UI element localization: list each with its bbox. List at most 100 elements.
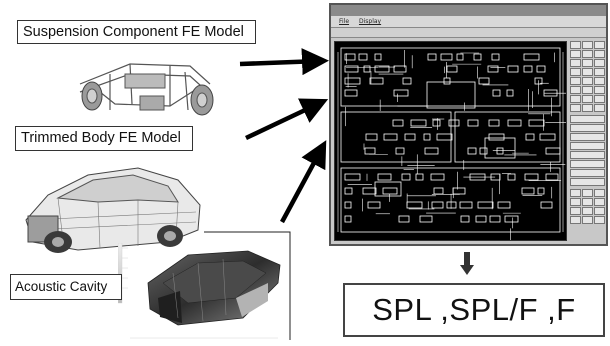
diagram-block xyxy=(487,65,499,73)
window-tool-button[interactable] xyxy=(594,59,605,67)
diagram-block xyxy=(539,133,556,141)
window-tool-button[interactable] xyxy=(594,77,605,85)
block-diagram-canvas[interactable] xyxy=(334,41,567,241)
trimmed-body-model-illustration xyxy=(25,167,201,253)
window-tool-button[interactable] xyxy=(582,59,593,67)
window-tool-button[interactable] xyxy=(570,59,581,67)
diagram-block xyxy=(362,187,377,195)
window-tool-button[interactable] xyxy=(570,104,581,112)
window-nav-button[interactable] xyxy=(570,207,581,215)
window-tool-button[interactable] xyxy=(582,95,593,103)
window-nav-button[interactable] xyxy=(594,207,605,215)
diagram-block xyxy=(340,111,452,163)
acoustic-cavity-contour-plot xyxy=(118,243,281,339)
diagram-block xyxy=(525,133,535,141)
window-tool-button[interactable] xyxy=(582,50,593,58)
block-diagram xyxy=(337,47,566,240)
window-nav-button[interactable] xyxy=(582,198,593,206)
diagram-block xyxy=(536,65,546,73)
window-tool-button[interactable] xyxy=(582,86,593,94)
diagram-block xyxy=(432,119,441,127)
window-nav-button[interactable] xyxy=(570,198,581,206)
diagram-block xyxy=(393,65,407,73)
diagram-block xyxy=(478,77,490,85)
diagram-block xyxy=(523,65,533,73)
diagram-block xyxy=(404,133,416,141)
diagram-block xyxy=(431,201,444,209)
diagram-block xyxy=(497,201,511,209)
window-nav-button[interactable] xyxy=(570,216,581,224)
window-action-button[interactable] xyxy=(570,115,605,123)
window-tool-button[interactable] xyxy=(594,95,605,103)
window-tool-button[interactable] xyxy=(570,50,581,58)
window-action-button[interactable] xyxy=(570,133,605,141)
suspension-model-label: Suspension Component FE Model xyxy=(17,20,256,44)
diagram-block xyxy=(524,173,539,181)
diagram-block xyxy=(427,53,437,61)
window-tool-button[interactable] xyxy=(570,95,581,103)
window-nav-button[interactable] xyxy=(582,207,593,215)
diagram-block xyxy=(446,65,458,73)
diagram-block xyxy=(523,53,540,61)
diagram-block xyxy=(504,215,519,223)
diagram-block xyxy=(484,137,516,159)
window-tool-button[interactable] xyxy=(594,50,605,58)
window-tool-button[interactable] xyxy=(582,104,593,112)
window-tool-button[interactable] xyxy=(594,68,605,76)
diagram-block xyxy=(374,65,390,73)
window-nav-button[interactable] xyxy=(570,189,581,197)
diagram-block xyxy=(443,77,451,85)
diagram-block xyxy=(506,89,514,97)
window-tool-button[interactable] xyxy=(582,68,593,76)
diagram-block xyxy=(459,201,473,209)
diagram-block xyxy=(507,173,516,181)
diagram-block xyxy=(454,111,561,163)
diagram-block xyxy=(419,215,433,223)
diagram-block xyxy=(374,181,402,197)
diagram-block xyxy=(424,147,439,155)
diagram-block xyxy=(489,215,501,223)
window-action-button[interactable] xyxy=(570,169,605,177)
diagram-block xyxy=(545,147,561,155)
diagram-block xyxy=(344,201,352,209)
arrow-suspension-to-window xyxy=(239,48,329,76)
window-nav-button[interactable] xyxy=(594,198,605,206)
analysis-software-window: File Display xyxy=(329,3,608,246)
window-tool-button[interactable] xyxy=(594,104,605,112)
diagram-block xyxy=(410,119,427,127)
diagram-block xyxy=(433,187,444,195)
diagram-block xyxy=(363,65,371,73)
window-action-button[interactable] xyxy=(570,142,605,150)
window-tool-button[interactable] xyxy=(582,41,593,49)
diagram-block xyxy=(398,215,410,223)
diagram-block xyxy=(475,215,487,223)
window-nav-button[interactable] xyxy=(582,189,593,197)
diagram-block xyxy=(440,53,453,61)
window-nav-button[interactable] xyxy=(594,189,605,197)
window-tool-button[interactable] xyxy=(594,41,605,49)
window-tool-button[interactable] xyxy=(594,86,605,94)
menu-file[interactable]: File xyxy=(339,18,350,25)
diagram-block xyxy=(446,201,457,209)
window-tool-button[interactable] xyxy=(570,41,581,49)
window-nav-button[interactable] xyxy=(582,216,593,224)
window-tool-button[interactable] xyxy=(570,77,581,85)
menu-display[interactable]: Display xyxy=(358,18,382,25)
diagram-block xyxy=(401,173,411,181)
diagram-block xyxy=(344,65,359,73)
diagram-block xyxy=(395,147,405,155)
window-action-button[interactable] xyxy=(570,151,605,159)
diagram-block xyxy=(344,89,358,97)
window-action-button[interactable] xyxy=(570,124,605,132)
window-tool-button[interactable] xyxy=(570,86,581,94)
window-action-button[interactable] xyxy=(570,178,605,186)
trimmed-body-model-label: Trimmed Body FE Model xyxy=(15,126,193,151)
result-text: SPL ,SPL/F ,F xyxy=(372,292,576,327)
window-tool-button[interactable] xyxy=(570,68,581,76)
window-tool-button[interactable] xyxy=(582,77,593,85)
window-nav-button[interactable] xyxy=(594,216,605,224)
diagram-block xyxy=(467,119,479,127)
suspension-model-illustration xyxy=(79,63,214,116)
window-action-button[interactable] xyxy=(570,160,605,168)
